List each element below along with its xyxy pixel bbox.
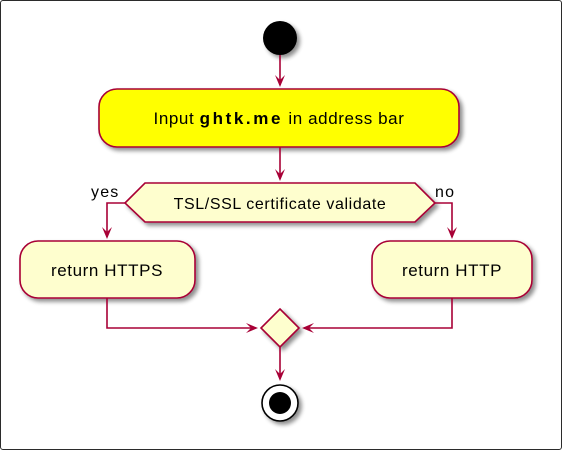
input-prefix: Input [154,109,195,128]
arrowhead [275,75,285,87]
edge-https-to-merge [106,298,256,329]
start-node [263,21,297,55]
end-node-inner [269,392,291,414]
arrowhead [102,227,112,239]
https-node-label: return HTTPS [51,261,163,280]
edge-decision-to-http [435,202,453,237]
edge-http-to-merge [304,298,453,329]
arrowhead [275,169,285,181]
decision-label: TSL/SSL certificate validate [174,196,387,213]
input-bold-domain: ghtk.me [200,109,283,128]
arrowhead [447,227,457,239]
input-suffix: in address bar [288,109,404,128]
arrowhead [246,323,258,333]
branch-yes-label: yes [91,184,120,201]
arrowhead [275,369,285,381]
http-node-label: return HTTP [402,261,502,280]
merge-node [259,307,301,349]
arrowhead [302,323,314,333]
edge-decision-to-https [106,202,125,237]
input-node-label: Input ghtk.me in address bar [154,109,405,128]
branch-no-label: no [435,184,455,201]
input-node [98,88,460,148]
